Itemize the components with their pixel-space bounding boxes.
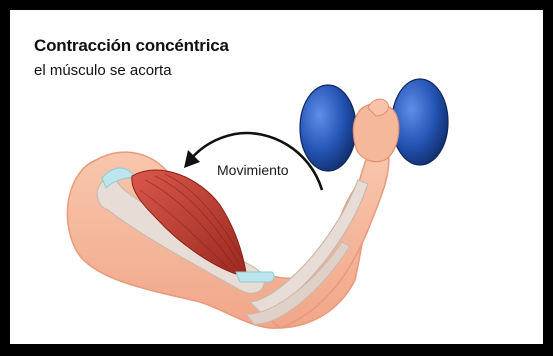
- diagram-panel: Contracción concéntrica el músculo se ac…: [10, 10, 543, 344]
- diagram-title: Contracción concéntrica: [34, 36, 229, 56]
- lower-tendon: [236, 272, 274, 282]
- movement-label: Movimiento: [217, 162, 289, 178]
- diagram-subtitle: el músculo se acorta: [34, 62, 172, 79]
